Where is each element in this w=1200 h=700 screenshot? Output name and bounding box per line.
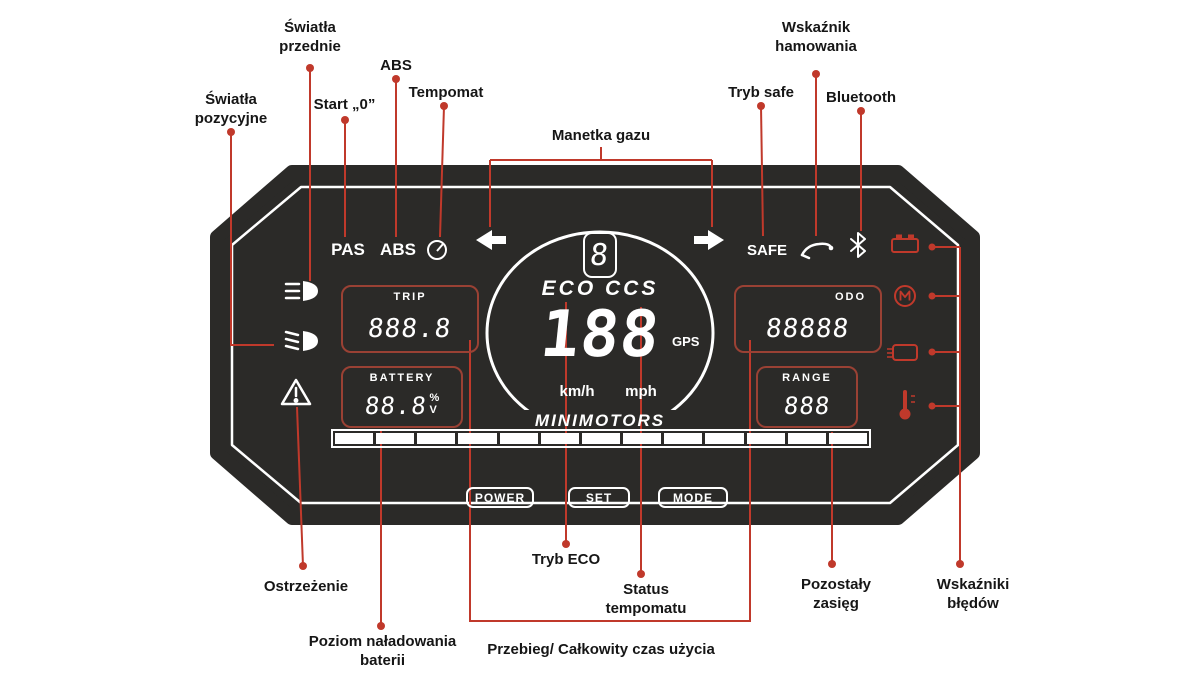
speed-value: 188 [536, 298, 664, 372]
headlight-low-icon [284, 330, 318, 351]
battery-bar-segment [417, 433, 456, 444]
battery-bar-segment [787, 433, 826, 444]
battery-bar-segment [828, 433, 868, 444]
gear-indicator: 8 [583, 232, 617, 278]
label-warning: Ostrzeżenie [263, 578, 349, 595]
mode-button[interactable]: MODE [658, 487, 728, 508]
odo-box: ODO 88888 [734, 285, 882, 353]
odo-label: ODO [834, 291, 866, 303]
battery-unit-volt: V [429, 404, 437, 416]
brake-lever-icon [800, 242, 834, 260]
battery-bar-segment [581, 433, 621, 444]
odo-value: 88888 [764, 314, 852, 344]
battery-label: BATTERY [369, 372, 435, 384]
gps-indicator: GPS [672, 334, 700, 349]
label-error-indicators: Wskaźniki błędów [936, 576, 1010, 612]
headlight-high-icon [284, 281, 318, 301]
trip-value: 888.8 [366, 314, 454, 344]
unit-mph: mph [625, 383, 657, 400]
label-cruise-status: Status tempomatu [605, 581, 687, 617]
safe-indicator: SAFE [746, 242, 787, 259]
motor-error-icon [894, 285, 916, 307]
battery-bar-segment [705, 433, 744, 444]
temperature-error-icon [899, 390, 915, 420]
battery-bar-segment [458, 433, 497, 444]
range-box: RANGE 888 [756, 366, 858, 428]
controller-error-icon [887, 344, 918, 361]
battery-error-icon [891, 234, 919, 253]
range-label: RANGE [782, 372, 832, 384]
display-panel [210, 165, 980, 525]
callout-lines [230, 68, 961, 626]
trip-box: TRIP 888.8 [341, 285, 479, 353]
battery-bar-segment [664, 433, 703, 444]
battery-bar-segment [623, 433, 662, 444]
brand-mask [512, 410, 688, 436]
battery-bar-segment [335, 433, 374, 444]
battery-unit-percent: % [429, 392, 440, 404]
label-front-lights: Światła przednie [279, 19, 341, 55]
bluetooth-icon [850, 232, 866, 258]
set-button[interactable]: SET [568, 487, 630, 508]
warning-icon [280, 378, 312, 406]
battery-bar-segment [376, 433, 415, 444]
label-throttle: Manetka gazu [551, 127, 651, 144]
label-bluetooth: Bluetooth [826, 89, 896, 106]
battery-value: 88.8%V [363, 392, 440, 420]
battery-charge-bar [331, 429, 871, 448]
pas-indicator: PAS [331, 240, 365, 259]
label-abs: ABS [380, 57, 412, 74]
label-remaining-range: Pozostały zasięg [800, 576, 872, 612]
unit-kmh: km/h [559, 383, 595, 400]
throttle-right-arrow-icon [694, 230, 724, 250]
callout-dots [227, 64, 964, 630]
trip-label: TRIP [393, 291, 427, 303]
power-button[interactable]: POWER [466, 487, 534, 508]
cruise-icon [427, 240, 447, 260]
throttle-left-arrow-icon [476, 230, 506, 250]
range-value: 888 [782, 392, 832, 420]
label-safe-mode: Tryb safe [728, 84, 794, 101]
label-eco-mode: Tryb ECO [531, 551, 601, 568]
label-position-lights: Światła pozycyjne [194, 91, 268, 127]
battery-box: BATTERY 88.8%V [341, 366, 463, 428]
battery-bar-segment [499, 433, 538, 444]
brand-logo: MINIMOTORS [534, 411, 666, 430]
label-odometer: Przebieg/ Całkowity czas użycia [487, 641, 715, 658]
battery-bar-segment [746, 433, 785, 444]
label-battery-level: Poziom naładowania baterii [308, 633, 457, 669]
battery-bar-segment [540, 433, 579, 444]
label-start-0: Start „0” [313, 96, 376, 113]
abs-indicator: ABS [380, 240, 416, 259]
label-brake-indicator: Wskaźnik hamowania [775, 19, 857, 55]
label-tempomat: Tempomat [408, 84, 484, 101]
ride-mode-indicator: ECO CCS [541, 277, 659, 300]
